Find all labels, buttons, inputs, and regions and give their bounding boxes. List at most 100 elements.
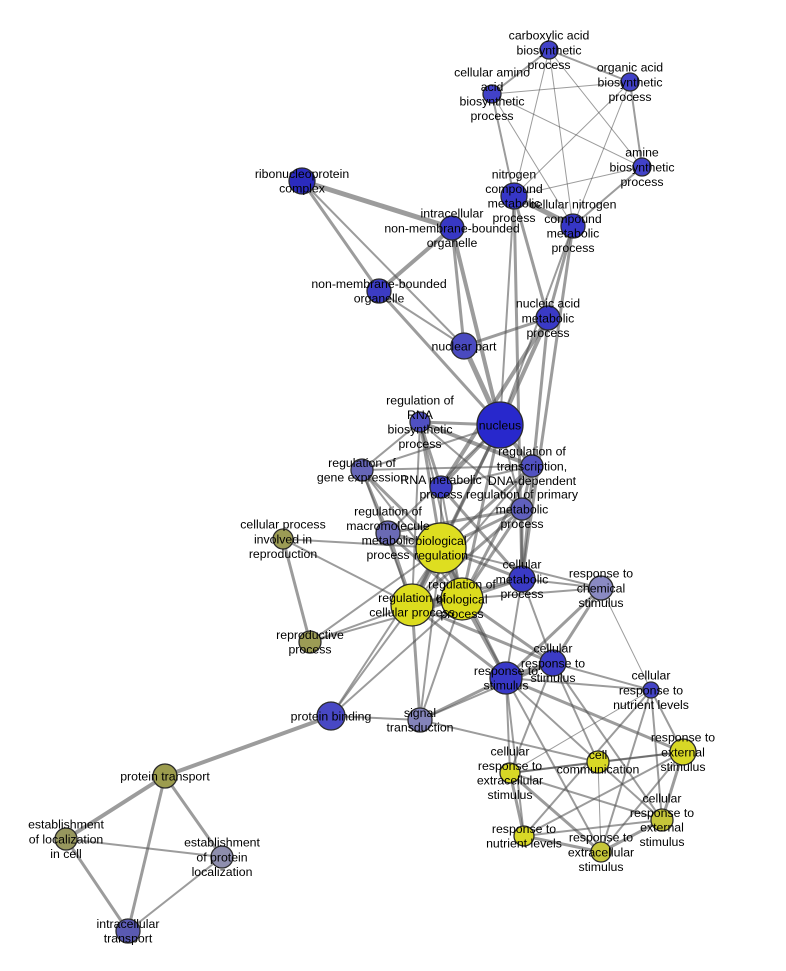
- graph-node-cellrespext[interactable]: [650, 808, 674, 832]
- graph-edge: [163, 774, 224, 859]
- graph-edge: [504, 586, 603, 680]
- graph-node-estloc[interactable]: [54, 827, 78, 851]
- graph-node-regbioproc[interactable]: [440, 577, 484, 621]
- graph-edge: [552, 662, 599, 763]
- graph-node-intratrans[interactable]: [115, 918, 141, 944]
- graph-edge: [552, 662, 652, 691]
- graph-edge: [551, 586, 603, 665]
- graph-node-prottrans[interactable]: [152, 763, 178, 789]
- graph-edge: [505, 578, 523, 679]
- graph-edge: [281, 537, 312, 644]
- graph-edge: [330, 715, 421, 721]
- graph-node-regtxn[interactable]: [520, 454, 544, 478]
- graph-node-cellnitrogen[interactable]: [560, 213, 586, 239]
- graph-node-cellrespnutr[interactable]: [642, 681, 660, 699]
- graph-edge: [64, 774, 167, 841]
- graph-node-nmborg[interactable]: [366, 278, 392, 304]
- graph-edge: [508, 771, 526, 838]
- graph-edge: [418, 420, 534, 468]
- graph-edge: [377, 289, 502, 427]
- graph-edge: [361, 465, 533, 471]
- graph-edge: [513, 81, 631, 197]
- graph-edge: [597, 761, 663, 821]
- graph-node-cellcomm[interactable]: [586, 750, 610, 774]
- graph-edge: [629, 81, 643, 168]
- graph-node-reggene[interactable]: [350, 458, 374, 482]
- graph-edge: [440, 465, 533, 488]
- graph-edge: [378, 290, 465, 347]
- graph-edge: [126, 774, 167, 933]
- graph-node-protbind[interactable]: [316, 701, 346, 731]
- graph-node-cellprocrepro[interactable]: [272, 528, 294, 550]
- graph-edge: [505, 677, 599, 763]
- graph-edge: [419, 421, 523, 510]
- graph-node-cellrespextra[interactable]: [499, 762, 521, 784]
- graph-node-nitrogen[interactable]: [500, 182, 528, 210]
- graph-node-aminoacid[interactable]: [482, 84, 502, 104]
- graph-edge: [491, 93, 515, 197]
- graph-node-regcellproc[interactable]: [390, 583, 434, 627]
- graph-node-respextra[interactable]: [590, 841, 612, 863]
- graph-edge: [548, 49, 643, 168]
- graph-node-respext[interactable]: [669, 738, 697, 766]
- graph-edge: [361, 421, 421, 471]
- graph-edge: [572, 166, 643, 227]
- graph-node-regmacro[interactable]: [375, 520, 401, 546]
- graph-edge: [282, 538, 413, 606]
- graph-edge: [300, 179, 381, 293]
- graph-edge: [65, 838, 223, 858]
- graph-node-estprotloc[interactable]: [210, 845, 234, 869]
- graph-edge: [301, 180, 465, 347]
- graph-node-nucacid[interactable]: [535, 305, 561, 331]
- graph-node-cellmet[interactable]: [508, 565, 536, 593]
- graph-node-rnamet[interactable]: [429, 475, 453, 499]
- graph-node-bioreg[interactable]: [415, 522, 467, 574]
- graph-edge: [461, 587, 602, 600]
- graph-edge: [522, 834, 603, 854]
- graph-node-respstim[interactable]: [489, 661, 523, 695]
- graph-edge: [505, 677, 525, 837]
- graph-edge: [509, 689, 652, 774]
- graph-edge: [450, 226, 466, 348]
- graph-edge: [462, 316, 550, 348]
- graph-node-amine[interactable]: [632, 157, 652, 177]
- graph-edge: [309, 547, 442, 643]
- graph-edge: [548, 49, 631, 83]
- graph-edge: [513, 166, 643, 197]
- graph-node-regprimary[interactable]: [510, 497, 534, 521]
- graph-edge: [509, 772, 663, 821]
- graph-edge: [520, 224, 575, 581]
- graph-node-respchem[interactable]: [588, 575, 614, 601]
- graph-edge: [439, 485, 524, 581]
- graph-edge: [163, 714, 333, 778]
- graph-edge: [504, 676, 685, 754]
- graph-edge: [572, 81, 631, 227]
- graph-node-regRNAbio[interactable]: [409, 411, 431, 433]
- graph-edge: [411, 421, 421, 606]
- graph-edge: [505, 677, 602, 853]
- graph-node-respnutr[interactable]: [513, 825, 535, 847]
- graph-node-intraorg[interactable]: [439, 215, 465, 241]
- graph-node-rnp[interactable]: [288, 167, 316, 195]
- graph-edge: [597, 761, 602, 853]
- graph-edge: [597, 751, 684, 763]
- graph-edge: [330, 598, 463, 717]
- graph-edge: [330, 547, 442, 717]
- graph-edge: [546, 224, 575, 320]
- graph-node-nucleus[interactable]: [476, 401, 524, 449]
- graph-node-nucpart[interactable]: [450, 332, 478, 360]
- graph-node-organic[interactable]: [620, 72, 640, 92]
- graph-node-cellrespstim[interactable]: [539, 649, 567, 677]
- graph-edge: [505, 677, 652, 691]
- graph-edge: [410, 603, 555, 665]
- graph-node-carboxylic[interactable]: [539, 40, 559, 60]
- graph-node-repro[interactable]: [298, 630, 322, 654]
- graph-edge: [548, 49, 574, 227]
- graph-edge: [499, 225, 574, 426]
- graph-node-sigtrans[interactable]: [407, 707, 433, 733]
- graph-edge: [600, 689, 652, 853]
- graph-edge: [491, 93, 643, 168]
- graph-edge: [64, 837, 130, 933]
- graph-edge: [377, 226, 454, 293]
